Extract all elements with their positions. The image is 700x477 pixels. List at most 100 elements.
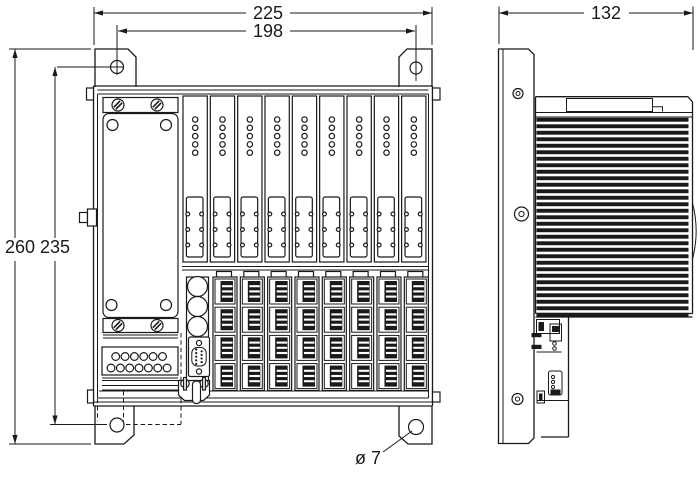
socket-pin	[199, 227, 205, 233]
plug-connector	[214, 306, 236, 333]
heatsink-fin	[536, 299, 689, 304]
socket-pin	[403, 227, 409, 233]
relay-socket	[267, 196, 286, 258]
terminal-screw	[162, 363, 172, 373]
heatsink-fin	[536, 143, 689, 148]
socket-pin	[281, 242, 287, 248]
din-rail-hook	[531, 333, 542, 338]
plug-connector	[351, 306, 373, 333]
terminal-screw	[134, 363, 144, 373]
led-indicator	[191, 149, 199, 157]
socket-pin	[226, 227, 232, 233]
socket-pin	[267, 242, 273, 248]
socket-pin	[253, 227, 259, 233]
socket-pin	[321, 227, 327, 233]
dim-depth: 132	[498, 3, 694, 50]
terminal-screw	[139, 352, 149, 362]
relay-socket	[322, 196, 341, 258]
io-module	[373, 95, 400, 263]
plug-connector	[241, 334, 263, 361]
plug-connector	[296, 363, 318, 390]
socket-pin	[390, 227, 396, 233]
cable-clamp-foot	[177, 376, 211, 405]
led-indicator	[191, 141, 199, 148]
mounting-tab-bottom-right	[398, 406, 433, 445]
socket-pin	[363, 211, 369, 217]
heatsink-fin	[536, 169, 689, 174]
dim-overall-width: 225	[93, 3, 433, 45]
plug-connector	[241, 306, 263, 333]
socket-pin	[212, 211, 218, 217]
plug-connector	[269, 278, 291, 305]
plug-connector	[269, 306, 291, 333]
io-module	[237, 95, 263, 263]
heatsink-fin	[536, 124, 689, 129]
dsub-pin	[195, 362, 198, 365]
socket-pin	[390, 211, 396, 217]
round-plug	[186, 315, 209, 338]
socket-pin	[185, 242, 191, 248]
heatsink-fin	[536, 228, 689, 233]
plug-connector	[214, 278, 236, 305]
screw	[150, 318, 164, 333]
dsub-pin	[200, 350, 203, 353]
heatsink-fin	[536, 156, 689, 161]
plug-connector	[378, 306, 400, 333]
heatsink-fin	[536, 267, 689, 272]
side-mounting-plate	[497, 48, 535, 445]
front-view	[78, 48, 441, 445]
din-clip	[431, 87, 441, 101]
clamp-tongue	[191, 380, 202, 405]
led-indicator	[355, 141, 363, 148]
plug-connector-column	[376, 270, 402, 392]
socket-pin	[199, 242, 205, 248]
terminal-screw	[125, 363, 135, 373]
dsub-pin	[195, 355, 198, 358]
heatsink-fin	[536, 130, 689, 135]
socket-pin	[239, 211, 245, 217]
round-plug	[186, 275, 209, 298]
terminal-screw	[120, 352, 130, 362]
socket-pin	[335, 211, 341, 217]
mounting-hole-bottom-left	[109, 417, 125, 433]
led-indicator	[328, 132, 336, 140]
dimensions: 225 198 260	[5, 3, 694, 468]
led-indicator	[355, 124, 363, 132]
socket-pin	[239, 227, 245, 233]
led-indicator	[273, 149, 281, 157]
heatsink-fin	[536, 195, 689, 200]
relay-socket	[240, 196, 259, 258]
plug-connector	[405, 278, 427, 305]
led-indicator	[355, 116, 363, 123]
io-module	[401, 95, 427, 263]
led-indicator	[383, 141, 390, 148]
heatsink-fin	[536, 182, 689, 187]
plug-connector	[378, 363, 400, 390]
dim-label-overall-width: 225	[253, 3, 283, 23]
dsub-pin	[195, 348, 198, 351]
dsub9-connector	[187, 336, 211, 378]
socket-pin	[321, 211, 327, 217]
socket-pin	[308, 227, 314, 233]
plug-connector	[323, 334, 345, 361]
socket-pin	[185, 227, 191, 233]
led-indicator	[246, 132, 254, 140]
led-indicator	[328, 141, 336, 148]
socket-pin	[294, 227, 300, 233]
led-indicator	[328, 149, 336, 157]
socket-pin	[376, 227, 382, 233]
cover-plate-hole	[105, 298, 118, 312]
led-indicator	[219, 124, 226, 132]
dim-hole-spacing-h: 198	[57, 21, 417, 81]
plug-connector	[241, 363, 263, 390]
plug-connector	[378, 334, 400, 361]
screw	[111, 318, 125, 333]
plug-connector	[351, 334, 373, 361]
heatsink	[536, 117, 689, 317]
plug-connector	[323, 363, 345, 390]
socket-pin	[376, 242, 382, 248]
led-indicator	[383, 132, 390, 140]
socket-pin	[212, 242, 218, 248]
dim-label-hole-diameter: ø 7	[355, 448, 381, 468]
